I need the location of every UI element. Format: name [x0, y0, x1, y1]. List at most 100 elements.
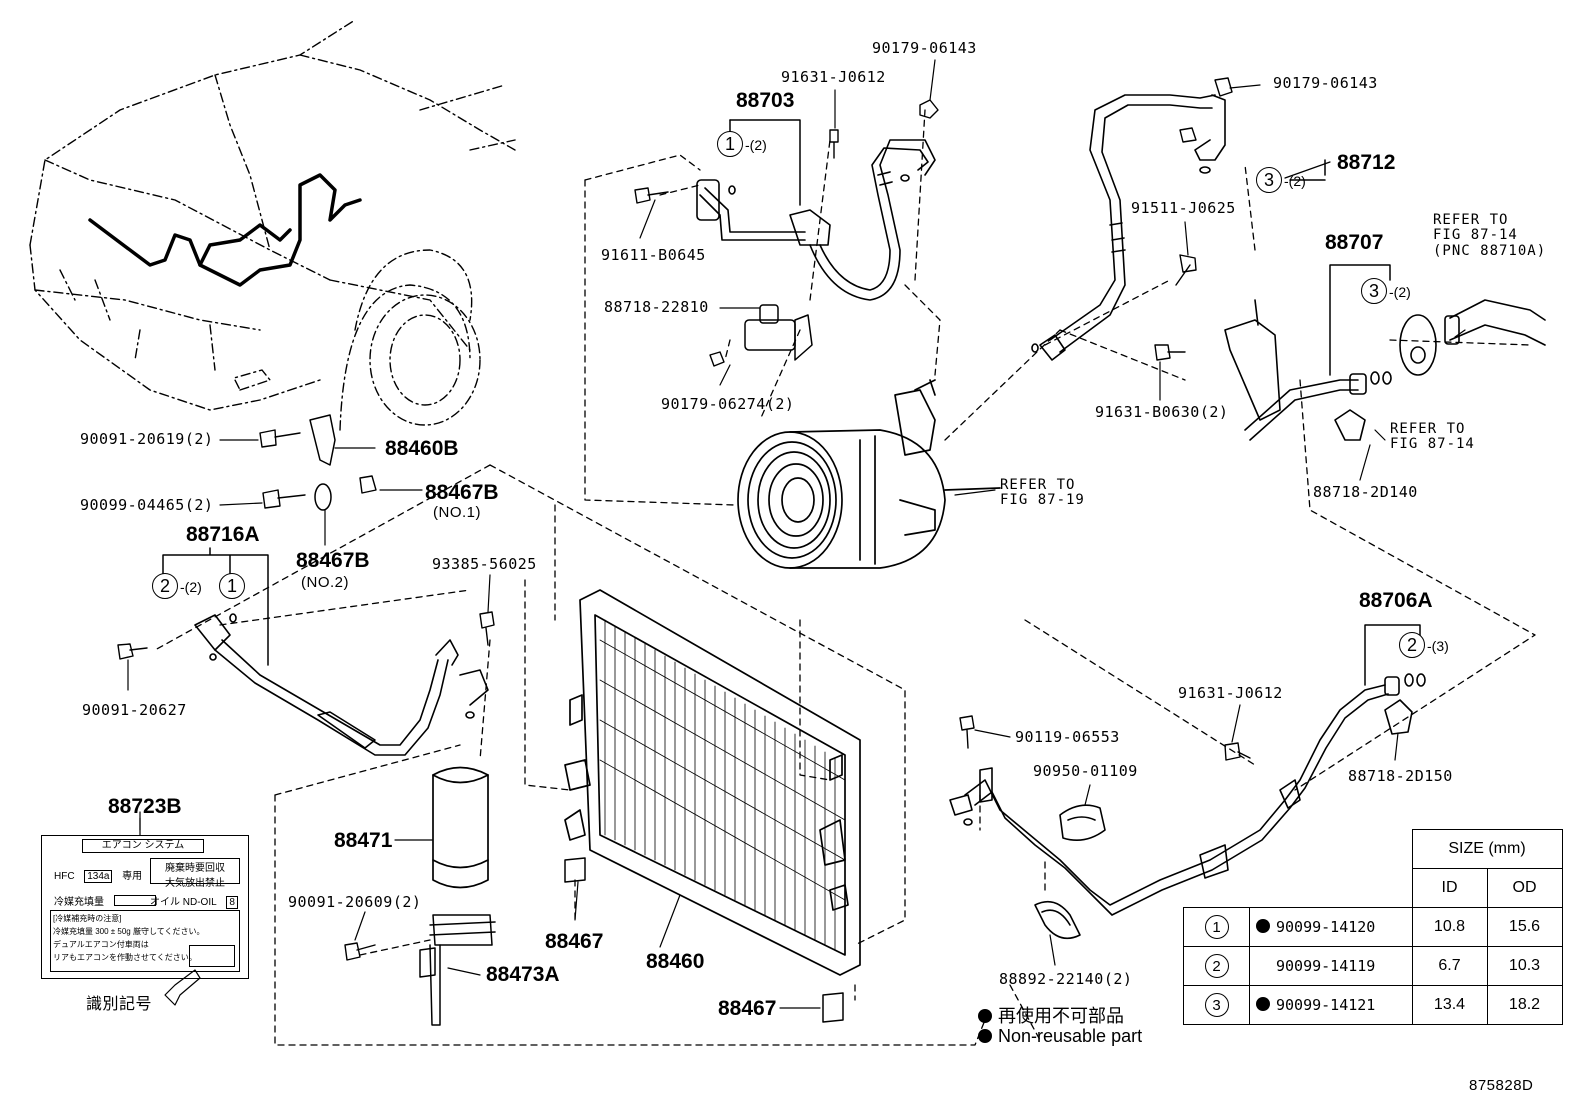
valve-88718-22810 — [744, 304, 813, 361]
part-88706a: 88706A — [1359, 589, 1433, 612]
row-part[interactable]: 90099-14119 — [1249, 946, 1413, 986]
part-88467-center: 88467 — [545, 930, 604, 953]
sticker-recover-2: 大気放出禁止 — [165, 878, 225, 889]
qty-88703: -(2) — [745, 137, 767, 153]
row-od: 15.6 — [1486, 907, 1563, 947]
part-88718-22810: 88718-22810 — [604, 298, 709, 316]
part-88707: 88707 — [1325, 231, 1384, 254]
sticker-oil-num: 8 — [226, 896, 238, 909]
row-id: 10.8 — [1411, 907, 1488, 947]
part-91631-j0612-top: 91631-J0612 — [781, 68, 886, 86]
part-90179-06274: 90179-06274(2) — [661, 395, 795, 413]
callout-1-88716a: 1 — [219, 573, 245, 599]
part-90091-20619: 90091-20619(2) — [80, 430, 214, 448]
sticker-senyo: 専用 — [122, 871, 143, 882]
part-88467b-no2-sub: (NO.2) — [301, 574, 349, 591]
compressor — [737, 379, 1001, 569]
size-header-row: SIZE (mm) — [1184, 829, 1563, 869]
sticker-title: エアコン システム — [82, 839, 204, 853]
callout-2-88716a: 2 — [152, 573, 178, 599]
qty-88712: -(2) — [1284, 173, 1306, 189]
part-90950-01109: 90950-01109 — [1033, 762, 1138, 780]
qty-88707: -(2) — [1389, 284, 1411, 300]
vehicle-ac-lines — [88, 173, 362, 287]
row-od: 10.3 — [1486, 946, 1563, 986]
sticker-refill-text: 冷媒充填量 — [54, 897, 104, 908]
legend-jp: 再使用不可部品 — [978, 1002, 1124, 1028]
col-id: ID — [1411, 868, 1488, 908]
part-88892-22140: 88892-22140(2) — [999, 970, 1133, 988]
refer-fig-87-14[interactable]: REFER TO FIG 87-14 — [1390, 421, 1475, 453]
part-88712: 88712 — [1337, 151, 1396, 174]
legend-en: Non-reusable part — [978, 1026, 1142, 1047]
hose-88706a — [949, 673, 1426, 916]
part-90179-06143-right: 90179-06143 — [1273, 74, 1378, 92]
row-part[interactable]: 90099-14120 — [1249, 907, 1413, 947]
pins-88467 — [564, 857, 844, 1023]
col-od: OD — [1486, 868, 1563, 908]
sticker-notes: [冷媒補充時の注意] 冷媒充填量 300 ± 50g 厳守してください。 デュア… — [50, 910, 240, 972]
part-93385-56025: 93385-56025 — [432, 555, 537, 573]
bullet-icon — [978, 1009, 992, 1023]
bracket-lines — [162, 119, 1421, 686]
sticker-oil: オイル ND-OIL 8 — [150, 890, 238, 909]
sticker-oil-text: オイル ND-OIL — [150, 897, 217, 908]
qty-88706a: -(3) — [1427, 638, 1449, 654]
receiver-88471 — [432, 766, 489, 889]
dashed-leaders — [154, 109, 1536, 1046]
leader-lines — [127, 59, 1466, 1009]
part-90091-20627: 90091-20627 — [82, 701, 187, 719]
callout-3-88707: 3 — [1361, 278, 1387, 304]
table-row: 2 90099-14119 6.7 10.3 — [1183, 946, 1563, 986]
part-88703: 88703 — [736, 89, 795, 112]
callout-3-88712: 3 — [1256, 167, 1282, 193]
brackets-88460b — [309, 414, 336, 511]
row-num: 2 — [1204, 954, 1229, 978]
hose-88716a — [194, 613, 489, 756]
part-91511-j0625: 91511-J0625 — [1131, 199, 1236, 217]
sticker-note-4: リアもエアコンを作動させてください。 — [53, 953, 197, 962]
refer-fig-87-19[interactable]: REFER TO FIG 87-19 — [1000, 477, 1085, 509]
callout-1-88703: 1 — [717, 131, 743, 157]
qty-88716a: -(2) — [180, 579, 202, 595]
legend-jp-text: 再使用不可部品 — [998, 1006, 1124, 1026]
part-90179-06143-top: 90179-06143 — [872, 39, 977, 57]
condenser — [564, 589, 861, 976]
label-sticker-88723b: エアコン システム HFC 134a 専用 廃棄時要回収 大気放出禁止 冷媒充填… — [41, 835, 249, 979]
sticker-134a: 134a — [84, 870, 113, 883]
row-num: 3 — [1204, 993, 1229, 1017]
row-part[interactable]: 90099-14121 — [1249, 985, 1413, 1025]
row-od: 18.2 — [1486, 985, 1563, 1025]
size-subheader-row: ID OD — [1184, 868, 1563, 908]
refer-fig-87-14-pnc[interactable]: REFER TO FIG 87-14 (PNC 88710A) — [1433, 212, 1547, 259]
sticker-recover-1: 廃棄時要回収 — [165, 863, 225, 874]
part-88460b: 88460B — [385, 437, 459, 460]
part-90099-04465: 90099-04465(2) — [80, 496, 214, 514]
part-88471: 88471 — [334, 829, 393, 852]
bolts — [117, 77, 1251, 961]
sticker-note-2: 冷媒充填量 300 ± 50g 厳守してください。 — [53, 927, 205, 936]
part-88716a: 88716A — [186, 523, 260, 546]
grommets — [1034, 804, 1106, 940]
table-row: 1 90099-14120 10.8 15.6 — [1183, 907, 1563, 947]
sticker-refill: 冷媒充填量 — [54, 890, 156, 909]
hose-88703 — [696, 139, 936, 301]
part-88718-2d140: 88718-2D140 — [1313, 483, 1418, 501]
row-id: 13.4 — [1411, 985, 1488, 1025]
table-row: 3 90099-14121 13.4 18.2 — [1183, 985, 1563, 1025]
part-88467b-no1: 88467B — [425, 481, 499, 504]
size-header: SIZE (mm) — [1411, 829, 1563, 869]
sticker-recover: 廃棄時要回収 大気放出禁止 — [150, 858, 240, 889]
bullet-icon — [978, 1029, 992, 1043]
part-88473a: 88473A — [486, 963, 560, 986]
sticker-hfc: HFC 134a 専用 — [54, 864, 142, 883]
sticker-note-1: [冷媒補充時の注意] — [53, 914, 122, 923]
callout-2-88706a: 2 — [1399, 632, 1425, 658]
part-88467-bottom: 88467 — [718, 997, 777, 1020]
part-88467b-no2: 88467B — [296, 549, 370, 572]
hose-88712 — [1031, 94, 1226, 361]
sticker-note-3: デュアルエアコン付車両は — [53, 940, 149, 949]
part-88460: 88460 — [646, 950, 705, 973]
